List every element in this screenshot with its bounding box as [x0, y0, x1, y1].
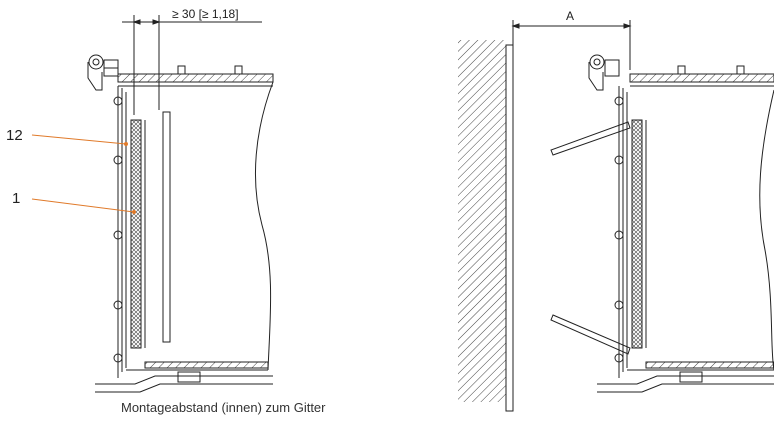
callout-1: 1: [12, 190, 20, 207]
right-view: A: [458, 9, 774, 412]
upper-strut: [550, 121, 631, 156]
screws: [113, 96, 123, 363]
distance-label: A: [566, 9, 574, 23]
mesh-panel: [130, 119, 142, 349]
wall-plate: [505, 44, 514, 412]
caption: Montageabstand (innen) zum Gitter: [121, 400, 326, 415]
inner-rod: [162, 111, 171, 343]
lower-strut: [550, 314, 631, 355]
wall: [458, 40, 506, 402]
callout-12: 12: [6, 127, 23, 144]
callouts: 12 1: [6, 127, 136, 214]
latch: [87, 54, 119, 91]
top-plate: [117, 73, 274, 83]
min-distance-dimension: ≥ 30 [≥ 1,18]: [122, 7, 262, 115]
distance-dimension: A: [511, 9, 632, 70]
left-view: ≥ 30 [≥ 1,18]: [87, 7, 274, 393]
min-distance-label: ≥ 30 [≥ 1,18]: [172, 7, 239, 21]
